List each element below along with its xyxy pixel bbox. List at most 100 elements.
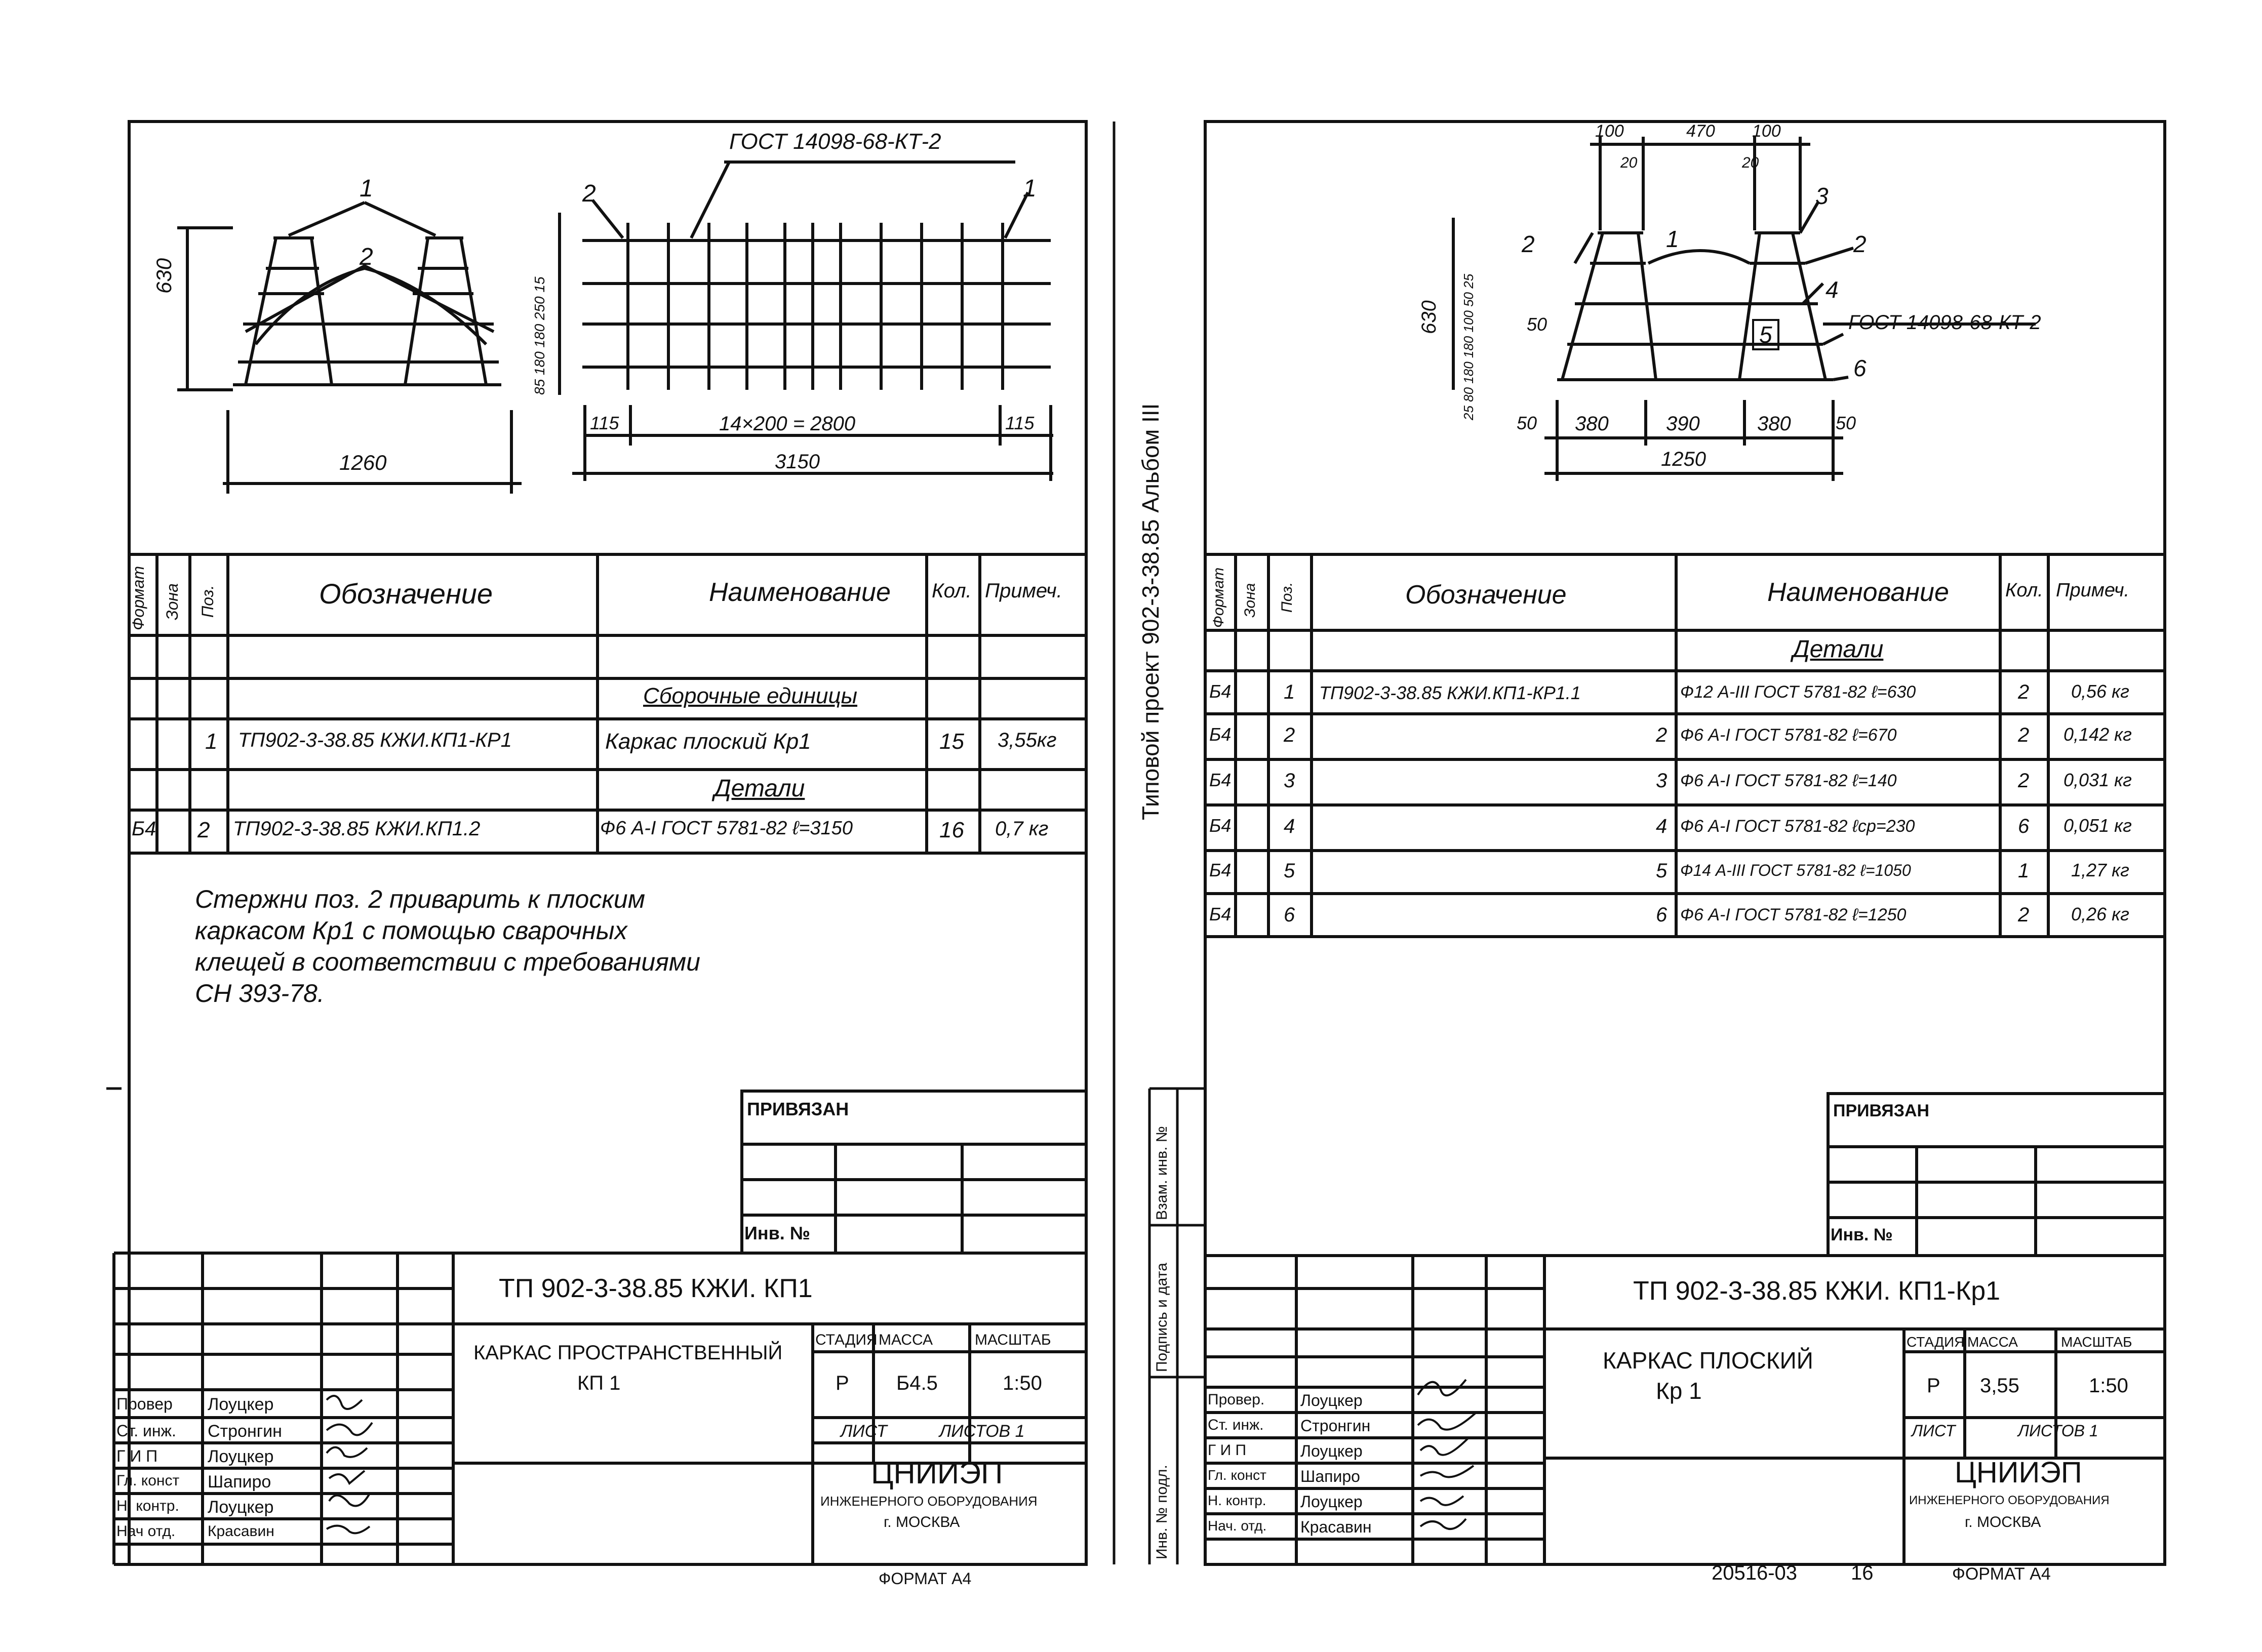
row-note: 0,031 кг: [2063, 770, 2132, 790]
page-number: 16: [1851, 1562, 1874, 1584]
privyazan-label: ПРИВЯЗАН: [747, 1099, 849, 1119]
stage-value: Р: [1927, 1375, 1940, 1397]
row-designation: 5: [1656, 860, 1668, 882]
staff-role: Н. контр.: [1208, 1493, 1266, 1508]
row-qty: 16: [939, 818, 964, 842]
staff-name: Лоуцкер: [208, 1447, 274, 1466]
header-designation: Обозначение: [1405, 580, 1567, 610]
row-name: Ф6 А-I ГОСТ 5781-82 ℓср=230: [1680, 817, 1915, 836]
dim-bottom: 390: [1666, 413, 1700, 435]
callout: 3: [1815, 183, 1829, 209]
row-designation: 6: [1656, 904, 1668, 926]
row-note: 0,7 кг: [995, 818, 1049, 840]
stage-label: СТАДИЯ: [815, 1332, 878, 1348]
row-name: Каркас плоский Кр1: [605, 729, 811, 754]
title-line2: КП 1: [577, 1372, 621, 1394]
stage-value: Р: [836, 1372, 849, 1394]
note-line: клещей в соответствии с требованиями: [195, 948, 700, 976]
format-label: ФОРМАТ А4: [879, 1569, 972, 1588]
dim-bottom: 50: [1517, 413, 1537, 433]
staff-name: Лоуцкер: [1300, 1391, 1363, 1409]
row-name: Ф12 А-III ГОСТ 5781-82 ℓ=630: [1680, 682, 1916, 702]
dim-total: 3150: [775, 451, 820, 473]
gost-label: ГОСТ 14098-68-КТ-2: [1848, 311, 2041, 334]
scale-label: МАСШТАБ: [975, 1332, 1051, 1348]
mass-value: Б4.5: [896, 1372, 938, 1394]
dim-total: 1250: [1661, 448, 1706, 470]
mass-label: МАССА: [879, 1332, 933, 1348]
staff-role: Гл. конст: [116, 1472, 180, 1489]
row-designation: ТП902-3-38.85 КЖИ.КП1-КР1.1: [1319, 682, 1581, 703]
staff-name: Лоуцкер: [208, 1498, 274, 1517]
dim-spacing: 14×200 = 2800: [719, 413, 856, 435]
row-name: Ф6 А-I ГОСТ 5781-82 ℓ=140: [1680, 771, 1897, 790]
callout: 1: [1666, 226, 1679, 252]
title-line2: Кр 1: [1656, 1378, 1702, 1404]
row-note: 0,56 кг: [2071, 681, 2129, 702]
staff-role: Н. контр.: [116, 1498, 179, 1514]
header-note: Примеч.: [2056, 580, 2130, 601]
row-note: 0,26 кг: [2071, 904, 2129, 924]
inv-no-label: Инв. №: [1831, 1225, 1893, 1244]
title-line1: КАРКАС ПЛОСКИЙ: [1603, 1347, 1813, 1374]
org-city: г. МОСКВА: [884, 1514, 960, 1530]
top-dim: 100: [1752, 122, 1781, 141]
top-dim: 470: [1686, 122, 1715, 141]
staff-name: Стронгин: [1300, 1417, 1371, 1435]
dim-bottom: 50: [1836, 413, 1856, 433]
row-name: Сборочные единицы: [643, 683, 858, 708]
staff-role: Ст. инж.: [1208, 1417, 1264, 1433]
note-line: Стержни поз. 2 приварить к плоским: [195, 885, 646, 913]
row-designation: 2: [1656, 724, 1668, 746]
staff-name: Красавин: [208, 1523, 274, 1540]
row-note: 0,142 кг: [2063, 724, 2132, 745]
row-format: Б4: [1209, 724, 1232, 745]
top-dim-small: 20: [1742, 154, 1759, 171]
dim-bottom: 380: [1575, 413, 1609, 435]
row-format: Б4: [1209, 681, 1232, 702]
staff-name: Шапиро: [208, 1472, 271, 1492]
staff-role: Гл. конст: [1208, 1467, 1266, 1483]
staff-role: Провер.: [1208, 1391, 1265, 1408]
row-name: Детали: [714, 775, 805, 802]
staff-role: Нач отд.: [116, 1523, 176, 1540]
row-designation: ТП902-3-38.85 КЖИ.КП1.2: [233, 818, 481, 840]
row-qty: 2: [2018, 724, 2030, 746]
row-name: Ф14 А-III ГОСТ 5781-82 ℓ=1050: [1680, 861, 1911, 879]
mass-label: МАССА: [1967, 1334, 2018, 1350]
note-line: каркасом Кр1 с помощью сварочных: [195, 916, 627, 945]
sheets-label: ЛИСТОВ 1: [939, 1422, 1025, 1441]
header-name: Наименование: [1767, 578, 1949, 607]
assembly-note: Стержни поз. 2 приварить к плоским карка…: [195, 883, 700, 1009]
scale-value: 1:50: [2089, 1375, 2128, 1397]
row-note: 0,051 кг: [2063, 815, 2132, 836]
callout: 4: [1826, 276, 1839, 303]
dim-bottom: 380: [1757, 413, 1791, 435]
callout-1b: 1: [1023, 175, 1037, 202]
gost-label: ГОСТ 14098-68-КТ-2: [729, 129, 941, 154]
callout: 6: [1853, 355, 1867, 381]
staff-name: Стронгин: [208, 1422, 282, 1441]
staff-name: Лоуцкер: [208, 1395, 274, 1414]
stage-label: СТАДИЯ: [1907, 1334, 1965, 1350]
row-designation: 3: [1656, 770, 1668, 792]
staff-role: Г И П: [116, 1447, 158, 1465]
row-pos: 1: [205, 729, 218, 754]
doc-code: ТП 902-3-38.85 КЖИ. КП1-Кр1: [1633, 1276, 2001, 1306]
staff-name: Шапиро: [1300, 1467, 1360, 1485]
header-designation: Обозначение: [319, 578, 493, 610]
mass-value: 3,55: [1980, 1375, 2019, 1397]
row-pos: 6: [1284, 904, 1295, 926]
scale-value: 1:50: [1003, 1372, 1042, 1394]
sheets-label: ЛИСТОВ 1: [2018, 1422, 2098, 1440]
callout-2b: 2: [582, 180, 596, 207]
row-qty: 6: [2018, 815, 2030, 837]
row-pos: 5: [1284, 860, 1295, 882]
header-qty: Кол.: [932, 580, 972, 602]
